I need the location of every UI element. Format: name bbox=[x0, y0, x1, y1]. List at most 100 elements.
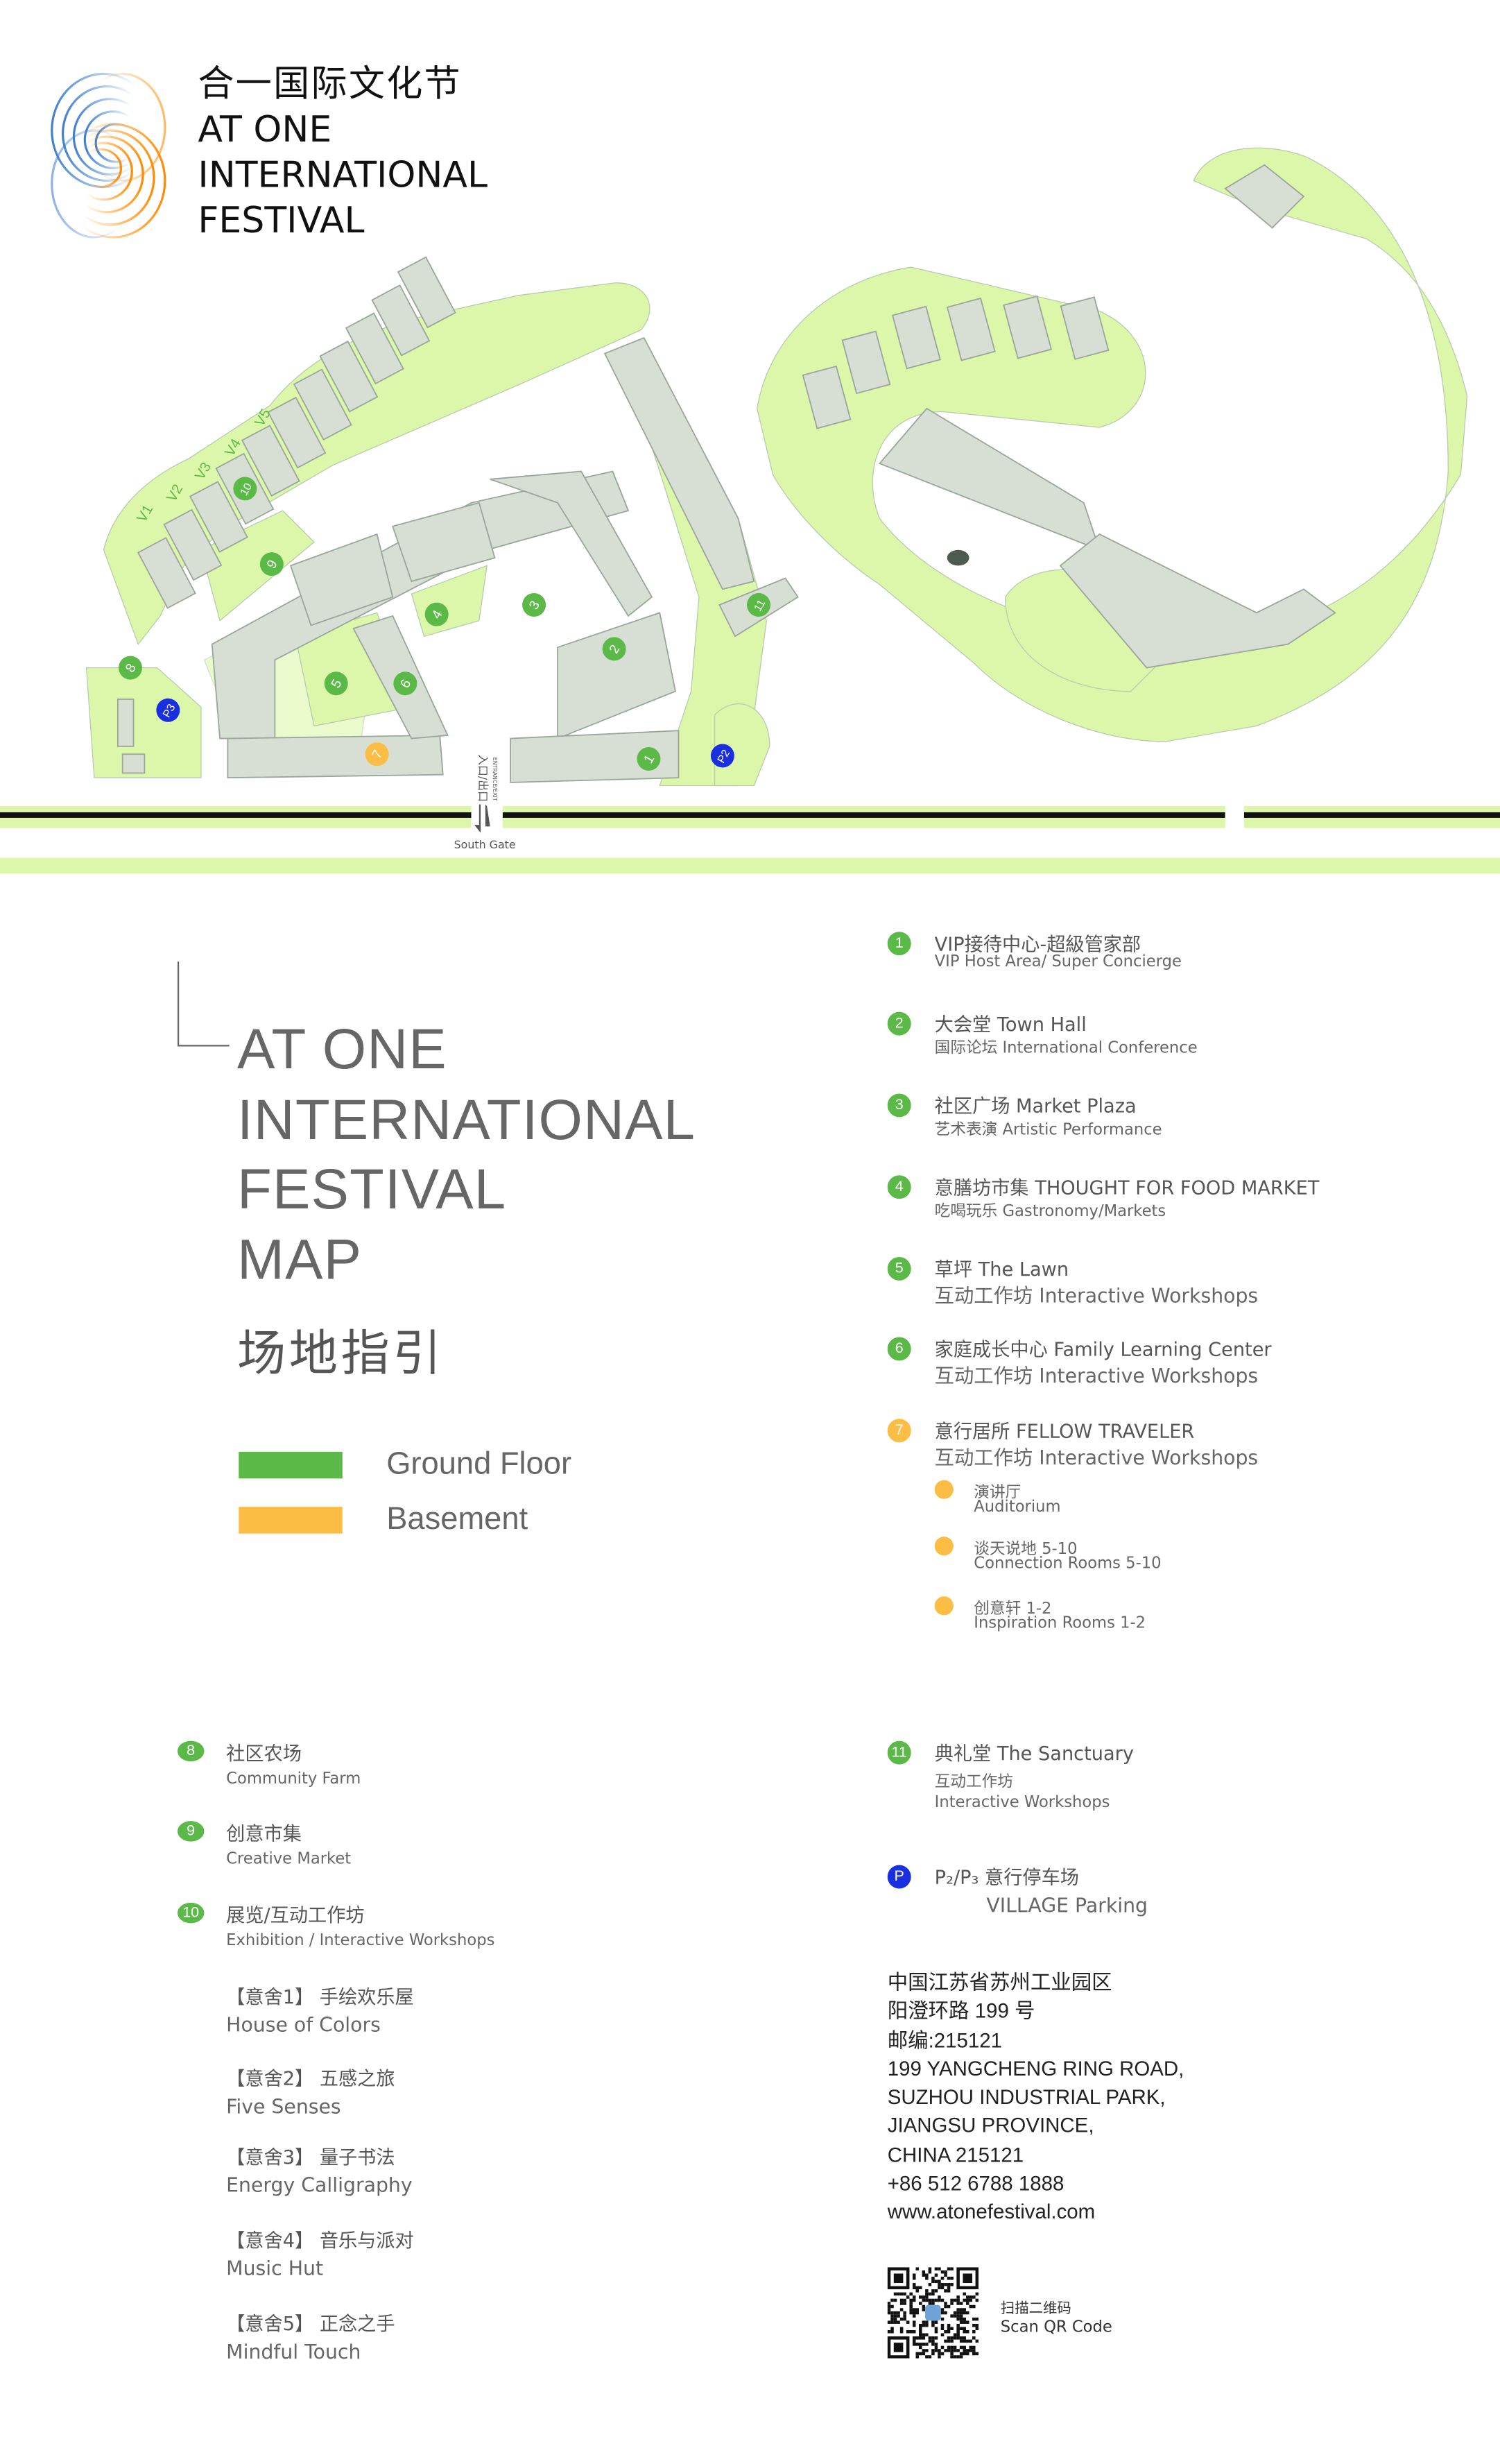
venue-subtitle: 互动工作坊 Interactive Workshops bbox=[934, 1364, 1259, 1387]
parking-subtitle: VILLAGE Parking bbox=[986, 1893, 1148, 1917]
marker-circle bbox=[259, 552, 284, 576]
logo-cn: 合一国际文化节 bbox=[198, 64, 462, 105]
festival-logo-icon bbox=[51, 72, 166, 239]
qr-label-cn: 扫描二维码 bbox=[1000, 2302, 1071, 2318]
marker-circle bbox=[365, 742, 389, 767]
hut-name-en: House of Colors bbox=[226, 2012, 381, 2037]
venue-title: 意行居所 FELLOW TRAVELER bbox=[934, 1420, 1195, 1443]
ground-floor-swatch bbox=[239, 1451, 343, 1479]
gate-label-cn: 入口/出口 bbox=[476, 754, 490, 802]
venue-subtitle: 互动工作坊 Interactive Workshops bbox=[934, 1445, 1259, 1469]
roads bbox=[0, 738, 1500, 874]
basement-room-dot bbox=[934, 1596, 954, 1616]
venue-title: 大会堂 Town Hall bbox=[934, 1013, 1087, 1036]
venue-subtitle: VIP Host Area/ Super Concierge bbox=[934, 953, 1182, 971]
venue-badge-5: 5 bbox=[887, 1257, 911, 1281]
map-marker-1[interactable]: 1 bbox=[632, 743, 664, 775]
marker-circle bbox=[393, 671, 417, 696]
map-marker-p2[interactable]: P2 bbox=[707, 739, 739, 771]
venue-title: 社区广场 Market Plaza bbox=[934, 1095, 1137, 1118]
title-line: FESTIVAL bbox=[237, 1156, 507, 1222]
hut-name-en: Energy Calligraphy bbox=[226, 2173, 413, 2197]
title-line: MAP bbox=[237, 1227, 363, 1292]
qr-code[interactable] bbox=[887, 2267, 979, 2359]
venue-badge-2: 2 bbox=[887, 1011, 911, 1036]
map-marker-5[interactable]: 5 bbox=[320, 667, 352, 699]
map-marker-10[interactable]: 10 bbox=[229, 472, 261, 504]
address-line: 中国江苏省苏州工业园区 bbox=[887, 1970, 1112, 1994]
address-line: CHINA 215121 bbox=[887, 2142, 1024, 2166]
logo-line: FESTIVAL bbox=[198, 200, 365, 242]
map-marker-4[interactable]: 4 bbox=[420, 598, 452, 630]
map-marker-3[interactable]: 3 bbox=[518, 589, 550, 621]
marker-circle bbox=[637, 747, 661, 771]
marker-circle bbox=[747, 593, 770, 617]
logo-line: AT ONE bbox=[198, 110, 332, 151]
map-marker-8[interactable]: 8 bbox=[114, 651, 146, 683]
venue-badge-4: 4 bbox=[887, 1175, 911, 1199]
south-gate-label[interactable]: South Gate bbox=[454, 838, 516, 851]
venue-title: 草坪 The Lawn bbox=[934, 1258, 1069, 1281]
venue-subtitle: Creative Market bbox=[226, 1851, 352, 1869]
marker-label: 10 bbox=[239, 481, 255, 498]
marker-circle bbox=[424, 602, 449, 626]
marker-circle bbox=[233, 477, 257, 501]
venue-badge-7: 7 bbox=[887, 1419, 911, 1443]
gate-label-en: ENTRANCE/EXIT bbox=[492, 758, 498, 801]
pond bbox=[947, 549, 969, 566]
map-marker-2[interactable]: 2 bbox=[598, 633, 630, 665]
venue-title: VIP接待中心-超級管家部 bbox=[934, 933, 1141, 956]
venue-subtitle-en: Interactive Workshops bbox=[934, 1794, 1110, 1812]
venue-title: 创意市集 bbox=[226, 1822, 302, 1845]
map-marker-p3[interactable]: P3 bbox=[152, 694, 184, 726]
venue-badge-8: 8 bbox=[177, 1740, 205, 1762]
venue-subtitle: Exhibition / Interactive Workshops bbox=[226, 1932, 495, 1950]
address-line: SUZHOU INDUSTRIAL PARK, bbox=[887, 2085, 1166, 2110]
map-marker-11[interactable]: 11 bbox=[743, 589, 775, 621]
room-name-en: Inspiration Rooms 1-2 bbox=[974, 1615, 1146, 1633]
hut-name-cn: 【意舍4】 音乐与派对 bbox=[226, 2230, 414, 2252]
hut-name-cn: 【意舍3】 量子书法 bbox=[226, 2146, 395, 2168]
venue-badge-10: 10 bbox=[177, 1902, 205, 1924]
logo-wordmark: 合一国际文化节 AT ONE INTERNATIONAL FESTIVAL bbox=[198, 63, 488, 246]
venue-badge-3: 3 bbox=[887, 1093, 911, 1118]
address-line: 邮编:215121 bbox=[887, 2028, 1003, 2052]
venue-badge-11: 11 bbox=[887, 1740, 911, 1765]
room-name-cn: 演讲厅 bbox=[974, 1485, 1021, 1503]
marker-circle bbox=[119, 656, 142, 680]
venue-subtitle: 艺术表演 Artistic Performance bbox=[934, 1122, 1162, 1140]
website-link[interactable]: www.atonefestival.com bbox=[887, 2200, 1096, 2224]
map-marker-7[interactable]: 7 bbox=[361, 738, 393, 770]
venue-title: 社区农场 bbox=[226, 1742, 302, 1765]
address-line: +86 512 6788 1888 bbox=[887, 2171, 1064, 2196]
hut-name-en: Music Hut bbox=[226, 2256, 324, 2280]
parking-badge: P bbox=[887, 1865, 911, 1889]
map-marker-9[interactable]: 9 bbox=[256, 548, 288, 580]
venue-subtitle: 吃喝玩乐 Gastronomy/Markets bbox=[934, 1203, 1166, 1221]
venue-subtitle-cn: 互动工作坊 bbox=[934, 1774, 1013, 1792]
map-marker-6[interactable]: 6 bbox=[389, 667, 421, 699]
basement-label: Basement bbox=[386, 1502, 528, 1537]
site-map[interactable]: 入口/出口 ENTRANCE/EXIT South Gate V1V2V3V4V… bbox=[0, 0, 1500, 880]
venue-badge-6: 6 bbox=[887, 1337, 911, 1361]
room-name-en: Connection Rooms 5-10 bbox=[974, 1555, 1162, 1573]
map-title: AT ONE INTERNATIONAL FESTIVAL MAP bbox=[237, 1015, 696, 1296]
basement-swatch bbox=[239, 1507, 343, 1534]
hut-name-en: Five Senses bbox=[226, 2094, 341, 2119]
title-line: AT ONE bbox=[237, 1016, 447, 1081]
basement-room-dot bbox=[934, 1480, 954, 1499]
hut-name-cn: 【意舍5】 正念之手 bbox=[226, 2313, 395, 2335]
marker-circle bbox=[156, 698, 180, 722]
entrance-arrow-icon bbox=[474, 804, 490, 833]
logo-line: INTERNATIONAL bbox=[198, 155, 488, 197]
title-line: INTERNATIONAL bbox=[237, 1086, 696, 1152]
venue-title: 家庭成长中心 Family Learning Center bbox=[934, 1338, 1272, 1361]
address-line: 阳澄环路 199 号 bbox=[887, 1999, 1035, 2023]
marker-circle bbox=[602, 637, 626, 661]
venue-title: 意膳坊市集 THOUGHT FOR FOOD MARKET bbox=[934, 1177, 1320, 1199]
qr-label-en: Scan QR Code bbox=[1000, 2319, 1112, 2337]
ground-floor-label: Ground Floor bbox=[386, 1447, 572, 1482]
venue-subtitle: 国际论坛 International Conference bbox=[934, 1040, 1198, 1058]
